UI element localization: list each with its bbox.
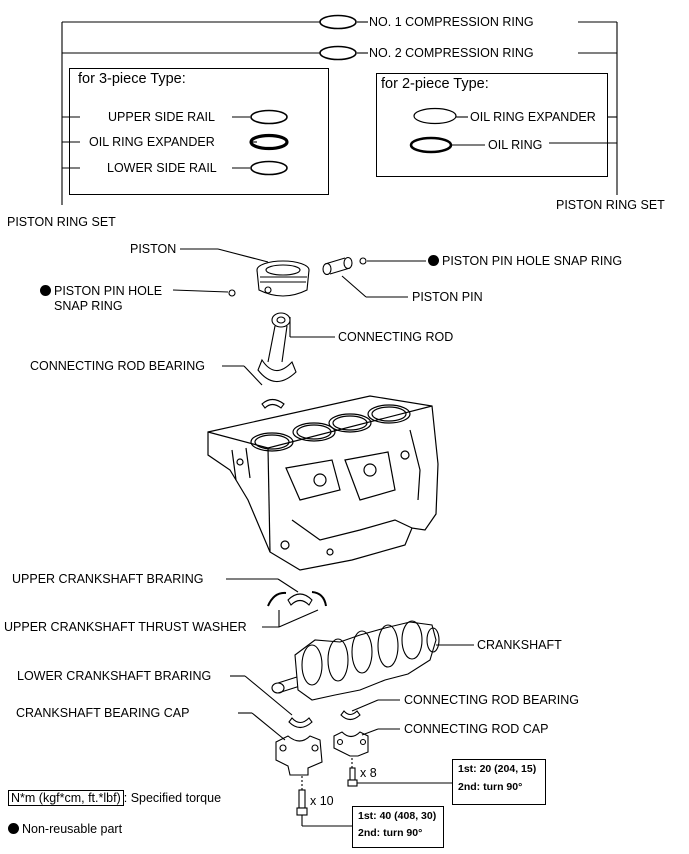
rod-cap-bolt-icon — [347, 758, 358, 787]
label-crankshaft-bearing-cap: CRANKSHAFT BEARING CAP — [16, 706, 190, 720]
no2-compression-ring-icon — [319, 45, 357, 61]
label-lower-crankshaft-bearing: LOWER CRANKSHAFT BRARING — [17, 669, 212, 683]
non-reusable-dot-icon — [428, 255, 439, 266]
piston-pin-icon — [322, 256, 353, 276]
connecting-rod-bearing-upper-icon — [261, 398, 285, 409]
snap-ring-right-icon — [359, 257, 367, 265]
torque-main-cap-first: 1st: 40 (408, 30) — [358, 810, 437, 822]
two-piece-type-title: for 2-piece Type: — [381, 76, 489, 92]
two-piece-type-box — [376, 73, 608, 177]
crankshaft-bearing-cap-icon — [275, 735, 323, 776]
main-cap-bolt-icon — [296, 776, 308, 816]
three-piece-type-box — [69, 68, 329, 195]
label-connecting-rod-bearing-lower: CONNECTING ROD BEARING — [404, 693, 580, 707]
label-connecting-rod-cap: CONNECTING ROD CAP — [404, 722, 549, 736]
connecting-rod-icon — [257, 312, 297, 383]
non-reusable-dot-icon — [40, 285, 51, 296]
snap-ring-left-icon — [228, 289, 236, 297]
legend-torque: N*m (kgf*cm, ft.*lbf): Specified torque — [8, 790, 222, 806]
upper-crankshaft-bearing-icon — [287, 593, 313, 606]
legend-non-reusable: Non-reusable part — [8, 822, 122, 836]
piston-icon — [256, 260, 310, 297]
no1-compression-ring-icon — [319, 14, 357, 30]
torque-rod-cap-second: 2nd: turn 90° — [458, 781, 523, 793]
connecting-rod-bearing-lower-icon — [340, 710, 361, 721]
label-oil-ring-expander-2: OIL RING EXPANDER — [470, 110, 596, 124]
label-piston: PISTON — [130, 242, 177, 256]
label-piston-pin-hole-snap-ring-left: PISTON PIN HOLE — [40, 284, 162, 298]
label-oil-ring-expander-3: OIL RING EXPANDER — [89, 135, 215, 149]
label-no1-compression-ring: NO. 1 COMPRESSION RING — [369, 15, 534, 29]
label-connecting-rod-bearing-upper: CONNECTING ROD BEARING — [30, 359, 206, 373]
label-piston-pin-hole-snap-ring-left-line2: SNAP RING — [54, 299, 123, 313]
non-reusable-dot-icon — [8, 823, 19, 834]
label-upper-side-rail: UPPER SIDE RAIL — [108, 110, 215, 124]
label-upper-crankshaft-bearing: UPPER CRANKSHAFT BRARING — [12, 572, 204, 586]
torque-spec-main-cap: 1st: 40 (408, 30) 2nd: turn 90° — [352, 806, 444, 848]
thrust-washer-right-icon — [311, 591, 327, 607]
torque-rod-cap-first: 1st: 20 (204, 15) — [458, 763, 537, 775]
label-main-bolt-qty: x 10 — [310, 794, 334, 808]
three-piece-type-title: for 3-piece Type: — [78, 71, 186, 87]
label-upper-crankshaft-thrust-washer: UPPER CRANKSHAFT THRUST WASHER — [4, 620, 247, 634]
oil-ring-expander-2-icon — [413, 107, 457, 125]
label-piston-ring-set-left: PISTON RING SET — [7, 215, 116, 229]
torque-spec-rod-cap: 1st: 20 (204, 15) 2nd: turn 90° — [452, 759, 546, 805]
lower-side-rail-icon — [250, 160, 288, 176]
label-piston-ring-set-right: PISTON RING SET — [556, 198, 665, 212]
connecting-rod-cap-icon — [333, 731, 369, 757]
legend-torque-unit: N*m (kgf*cm, ft.*lbf) — [8, 790, 124, 806]
label-no2-compression-ring: NO. 2 COMPRESSION RING — [369, 46, 534, 60]
label-lower-side-rail: LOWER SIDE RAIL — [107, 161, 217, 175]
crankshaft-icon — [271, 620, 440, 701]
cylinder-block-icon — [207, 395, 439, 571]
label-piston-pin: PISTON PIN — [412, 290, 483, 304]
lower-crankshaft-bearing-icon — [288, 717, 313, 729]
label-oil-ring: OIL RING — [488, 138, 543, 152]
label-piston-pin-hole-snap-ring-right: PISTON PIN HOLE SNAP RING — [428, 254, 622, 268]
label-connecting-rod: CONNECTING ROD — [338, 330, 454, 344]
label-rod-bolt-qty: x 8 — [360, 766, 377, 780]
torque-main-cap-second: 2nd: turn 90° — [358, 827, 423, 839]
legend-torque-desc: : Specified torque — [123, 791, 222, 805]
thrust-washer-left-icon — [267, 591, 287, 607]
upper-side-rail-icon — [250, 109, 288, 125]
label-crankshaft: CRANKSHAFT — [477, 638, 562, 652]
